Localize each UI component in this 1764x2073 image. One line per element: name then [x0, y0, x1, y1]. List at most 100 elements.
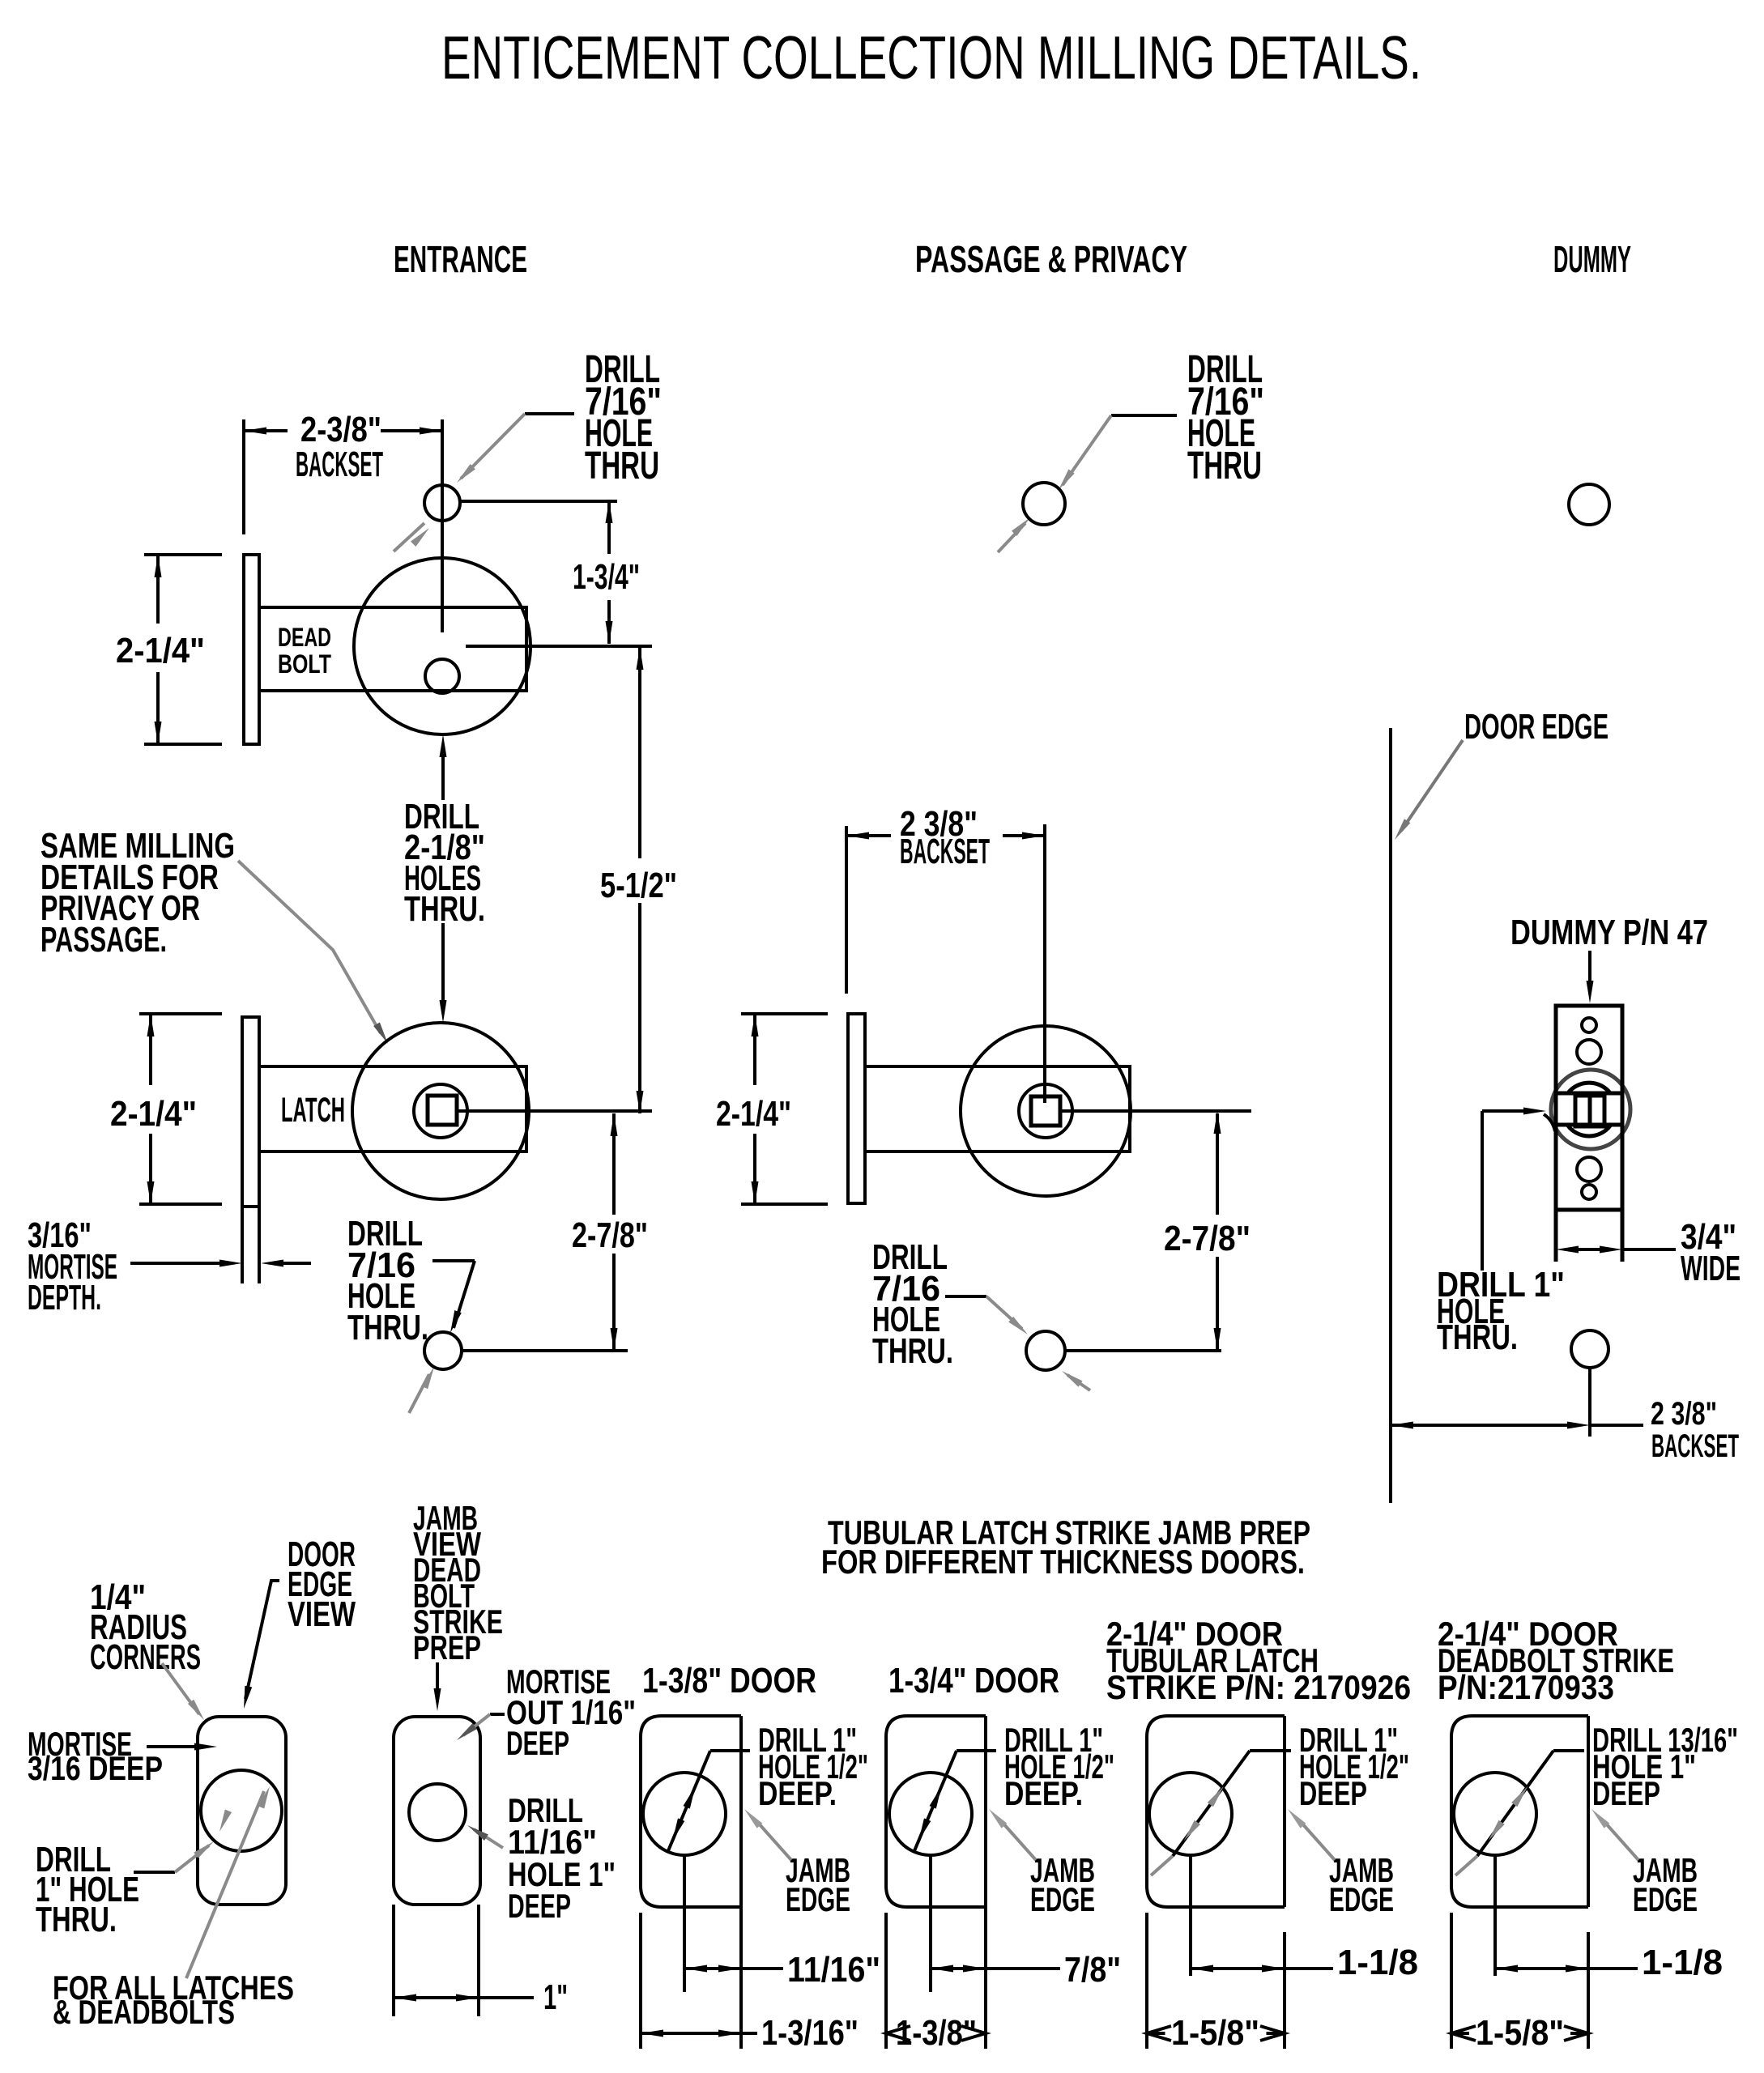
- svg-text:STRIKE: STRIKE: [413, 1603, 503, 1641]
- svg-text:1-5/8": 1-5/8": [1171, 2013, 1259, 2053]
- svg-text:DRILL: DRILL: [1187, 348, 1263, 391]
- svg-text:EDGE: EDGE: [288, 1564, 352, 1604]
- svg-text:7/8": 7/8": [1064, 1950, 1121, 1990]
- svg-text:3/16": 3/16": [28, 1215, 92, 1255]
- svg-text:DRILL: DRILL: [872, 1237, 948, 1277]
- svg-text:2 3/8": 2 3/8": [900, 804, 978, 844]
- svg-text:DETAILS FOR: DETAILS FOR: [40, 858, 219, 897]
- svg-text:DUMMY P/N 47: DUMMY P/N 47: [1510, 913, 1708, 952]
- svg-text:1/4": 1/4": [90, 1577, 146, 1617]
- svg-text:THRU.: THRU.: [347, 1308, 428, 1347]
- svg-text:& DEADBOLTS: & DEADBOLTS: [53, 1993, 235, 2031]
- svg-text:11/16": 11/16": [787, 1950, 880, 1990]
- svg-text:DEEP.: DEEP.: [758, 1774, 837, 1812]
- svg-text:THRU: THRU: [1187, 445, 1262, 487]
- svg-text:EDGE: EDGE: [1030, 1880, 1095, 1918]
- svg-text:EDGE: EDGE: [1329, 1880, 1394, 1918]
- svg-text:DEPTH.: DEPTH.: [28, 1278, 101, 1317]
- svg-text:DEAD: DEAD: [278, 623, 331, 652]
- svg-text:THRU.: THRU.: [36, 1900, 117, 1939]
- svg-text:2-7/8": 2-7/8": [572, 1215, 648, 1255]
- svg-text:DRILL: DRILL: [347, 1214, 423, 1254]
- svg-text:MORTISE: MORTISE: [28, 1247, 117, 1287]
- svg-text:2-1/4": 2-1/4": [116, 631, 205, 670]
- svg-text:PASSAGE.: PASSAGE.: [40, 920, 167, 960]
- svg-text:HOLE 1/2": HOLE 1/2": [1004, 1747, 1114, 1786]
- svg-text:HOLES: HOLES: [404, 858, 481, 898]
- svg-text:DRILL 1": DRILL 1": [1004, 1721, 1103, 1759]
- svg-text:DRILL: DRILL: [585, 348, 660, 391]
- svg-text:JAMB: JAMB: [413, 1499, 478, 1537]
- svg-text:SAME MILLING: SAME MILLING: [40, 826, 235, 866]
- svg-text:7/16": 7/16": [1187, 381, 1264, 424]
- svg-text:BACKSET: BACKSET: [1651, 1428, 1739, 1464]
- svg-text:TUBULAR LATCH: TUBULAR LATCH: [1106, 1641, 1319, 1679]
- svg-text:THRU.: THRU.: [1437, 1317, 1518, 1357]
- svg-text:HOLE: HOLE: [1187, 412, 1255, 455]
- svg-text:DEAD: DEAD: [413, 1551, 481, 1589]
- svg-text:RADIUS: RADIUS: [90, 1607, 187, 1647]
- svg-text:DEEP: DEEP: [506, 1724, 569, 1762]
- svg-text:DRILL: DRILL: [36, 1840, 111, 1879]
- svg-text:1-1/8: 1-1/8: [1642, 1943, 1723, 1982]
- svg-text:DEADBOLT STRIKE: DEADBOLT STRIKE: [1438, 1641, 1674, 1679]
- svg-text:1-1/8: 1-1/8: [1337, 1943, 1418, 1982]
- svg-text:CORNERS: CORNERS: [90, 1637, 201, 1677]
- svg-text:DOOR: DOOR: [288, 1535, 356, 1574]
- svg-text:JAMB: JAMB: [1329, 1851, 1394, 1889]
- svg-text:2-1/4": 2-1/4": [110, 1094, 197, 1134]
- svg-text:ENTICEMENT COLLECTION MILLING: ENTICEMENT COLLECTION MILLING DETAILS.: [441, 23, 1421, 92]
- svg-text:5-1/2": 5-1/2": [600, 866, 677, 905]
- svg-text:DRILL 1": DRILL 1": [1437, 1265, 1565, 1305]
- svg-text:7/16: 7/16: [347, 1245, 415, 1285]
- svg-text:1-3/4" DOOR: 1-3/4" DOOR: [888, 1661, 1059, 1701]
- svg-text:1" HOLE: 1" HOLE: [36, 1870, 139, 1909]
- svg-text:7/16: 7/16: [872, 1269, 940, 1309]
- svg-text:DEEP: DEEP: [1592, 1774, 1660, 1812]
- svg-text:2-1/4" DOOR: 2-1/4" DOOR: [1438, 1615, 1618, 1653]
- svg-text:2-7/8": 2-7/8": [1164, 1219, 1251, 1258]
- svg-text:DEEP.: DEEP.: [1004, 1774, 1083, 1812]
- svg-text:DEEP: DEEP: [508, 1887, 571, 1925]
- svg-text:VIEW: VIEW: [413, 1525, 481, 1563]
- svg-text:HOLE 1/2": HOLE 1/2": [1299, 1747, 1409, 1786]
- svg-text:P/N:2170933: P/N:2170933: [1438, 1668, 1614, 1706]
- svg-text:WIDE: WIDE: [1681, 1249, 1741, 1288]
- svg-text:DOOR EDGE: DOOR EDGE: [1464, 707, 1608, 747]
- svg-text:HOLE: HOLE: [872, 1300, 940, 1339]
- svg-text:7/16": 7/16": [585, 381, 662, 424]
- svg-text:VIEW: VIEW: [288, 1594, 356, 1634]
- svg-text:1-3/16": 1-3/16": [761, 2013, 859, 2053]
- svg-text:1": 1": [543, 1977, 568, 2017]
- svg-text:1-3/4": 1-3/4": [573, 557, 640, 597]
- svg-text:3/16 DEEP: 3/16 DEEP: [28, 1749, 163, 1787]
- svg-text:DRILL: DRILL: [508, 1791, 583, 1829]
- svg-text:PRIVACY OR: PRIVACY OR: [40, 888, 200, 928]
- svg-text:THRU.: THRU.: [872, 1331, 953, 1371]
- svg-text:STRIKE P/N: 2170926: STRIKE P/N: 2170926: [1106, 1668, 1411, 1706]
- svg-text:FOR DIFFERENT THICKNESS DOORS.: FOR DIFFERENT THICKNESS DOORS.: [821, 1543, 1305, 1581]
- svg-text:BACKSET: BACKSET: [296, 445, 383, 484]
- svg-text:DRILL 13/16": DRILL 13/16": [1592, 1721, 1738, 1759]
- svg-text:HOLE 1": HOLE 1": [1592, 1747, 1696, 1786]
- svg-text:HOLE: HOLE: [347, 1276, 415, 1316]
- svg-text:2-3/8": 2-3/8": [300, 410, 381, 449]
- svg-text:FOR ALL LATCHES: FOR ALL LATCHES: [53, 1969, 294, 2007]
- svg-text:HOLE 1/2": HOLE 1/2": [758, 1747, 868, 1786]
- svg-text:THRU: THRU: [585, 445, 659, 487]
- svg-text:PASSAGE & PRIVACY: PASSAGE & PRIVACY: [915, 238, 1187, 280]
- svg-text:DRILL 1": DRILL 1": [1299, 1721, 1398, 1759]
- svg-text:DUMMY: DUMMY: [1553, 238, 1631, 280]
- svg-text:2 3/8": 2 3/8": [1651, 1396, 1717, 1432]
- svg-text:2-1/4" DOOR: 2-1/4" DOOR: [1106, 1615, 1283, 1653]
- svg-text:2-1/8": 2-1/8": [404, 828, 485, 867]
- svg-text:2-1/4": 2-1/4": [716, 1094, 791, 1134]
- svg-text:JAMB: JAMB: [786, 1851, 850, 1889]
- svg-text:DEEP: DEEP: [1299, 1774, 1367, 1812]
- svg-text:1-3/8": 1-3/8": [896, 2013, 977, 2053]
- svg-text:BACKSET: BACKSET: [900, 832, 990, 871]
- svg-text:THRU.: THRU.: [404, 889, 485, 929]
- svg-text:1-3/8" DOOR: 1-3/8" DOOR: [642, 1661, 816, 1701]
- svg-text:ENTRANCE: ENTRANCE: [394, 238, 527, 280]
- svg-text:EDGE: EDGE: [1633, 1880, 1698, 1918]
